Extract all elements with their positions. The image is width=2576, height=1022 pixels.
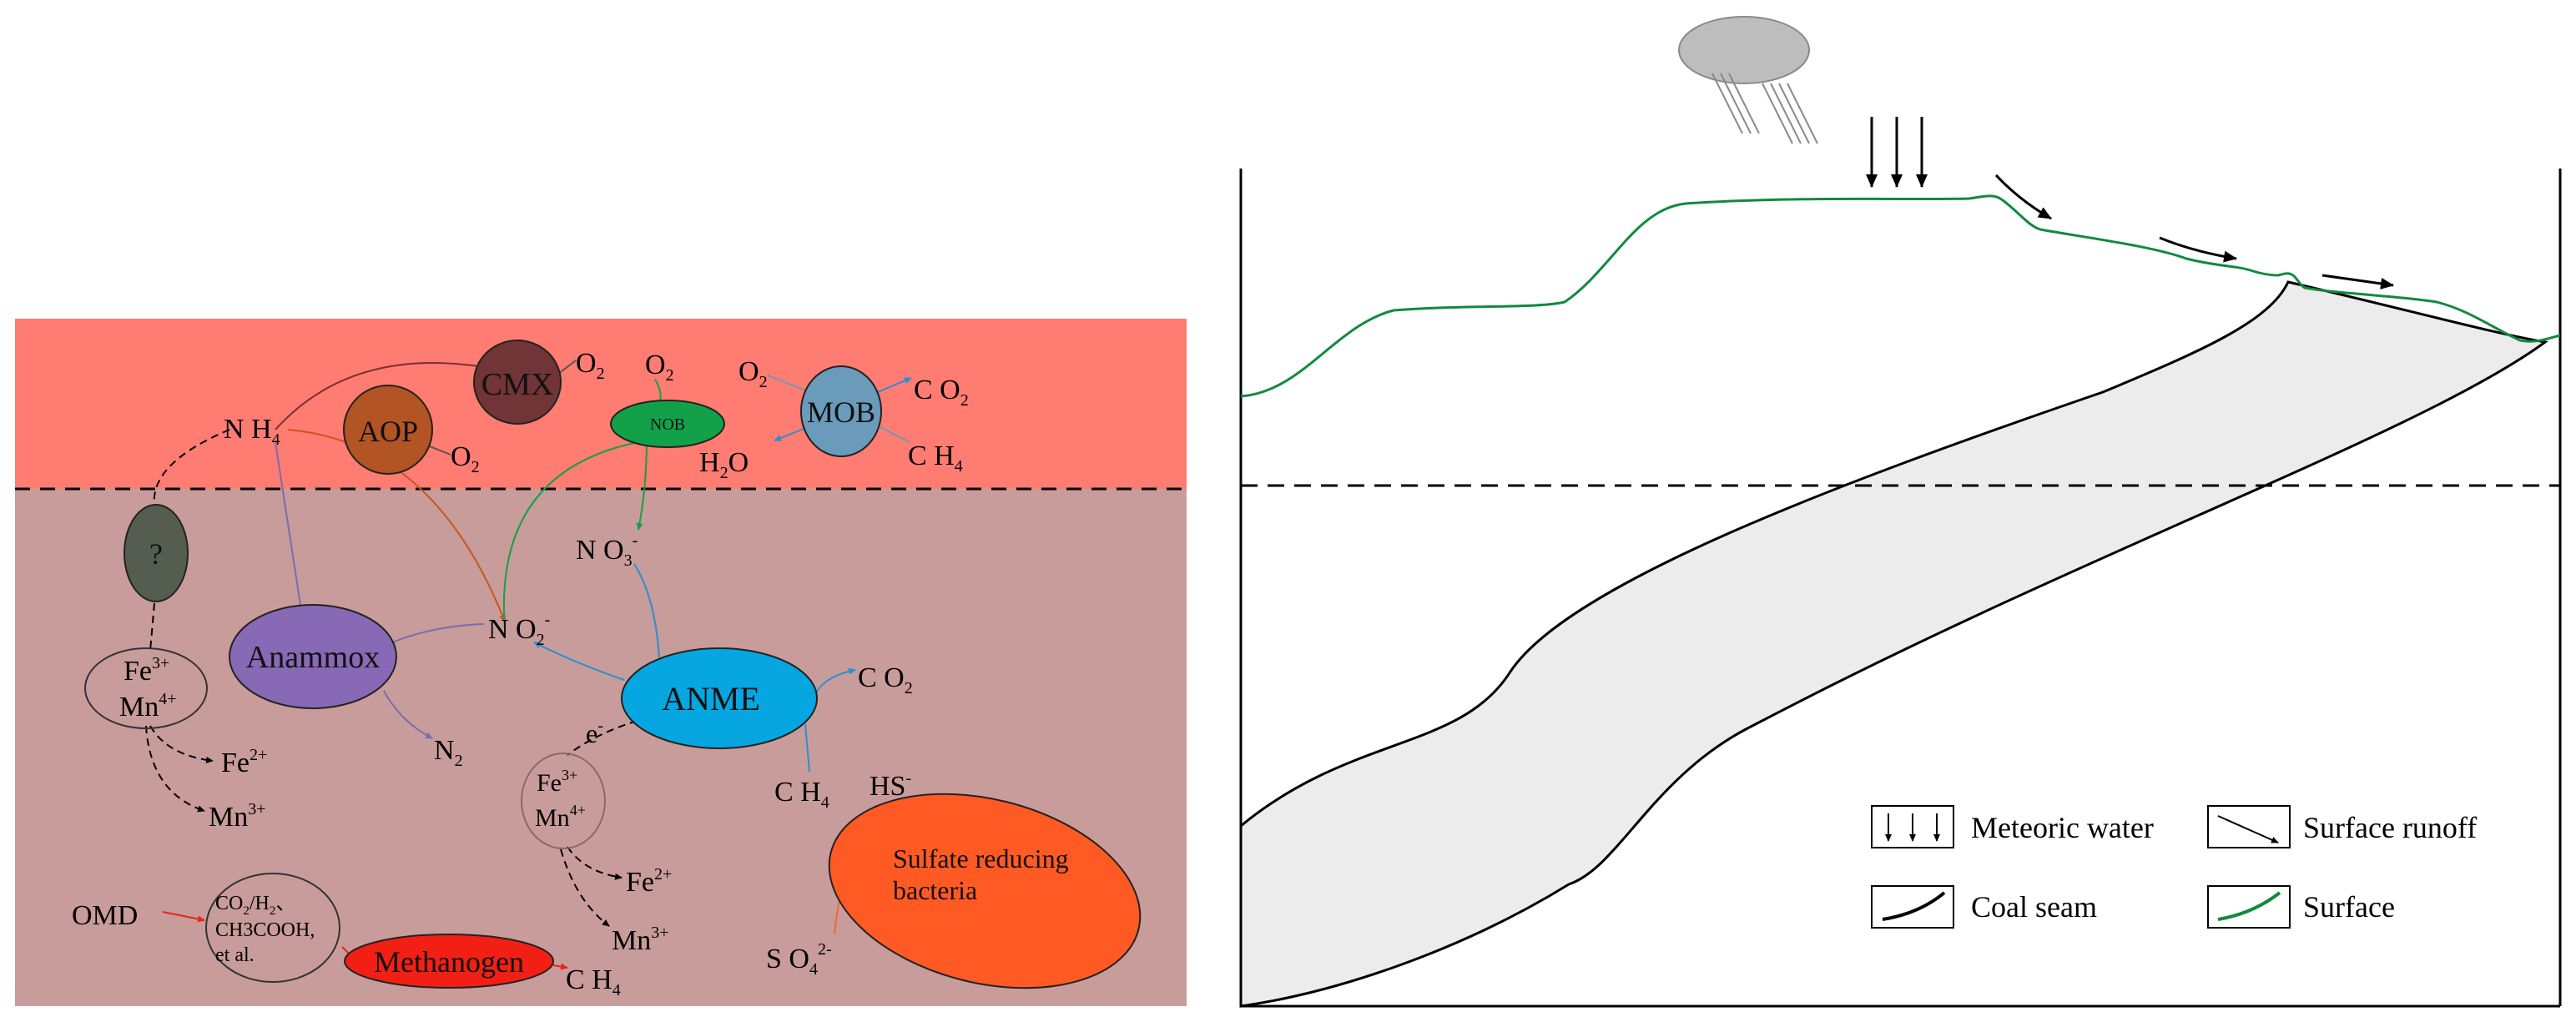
arrow-methanogen-to-ch4 bbox=[552, 963, 568, 970]
path-ch4-mob bbox=[880, 426, 910, 443]
electron-label: e- bbox=[586, 717, 603, 748]
aop-label: AOP bbox=[358, 415, 418, 448]
nob-label: NOB bbox=[650, 415, 685, 434]
mob-label: MOB bbox=[807, 395, 875, 429]
coal-seam bbox=[1239, 280, 2548, 1008]
cmx-o2-label: O2 bbox=[576, 348, 605, 383]
path-o2-mob bbox=[767, 375, 806, 391]
legend: Meteoric water Surface runoff Coal seam … bbox=[1871, 805, 2477, 929]
path-unknown-fe-mn bbox=[149, 602, 155, 652]
srb-label-line2: bacteria bbox=[893, 875, 977, 905]
arrow-nh4-to-no2 bbox=[287, 429, 506, 622]
hs-label: HS- bbox=[870, 769, 911, 802]
arrow-fe-anme-to-fe2 bbox=[567, 846, 623, 880]
path-anme-electron-dashed bbox=[567, 717, 650, 756]
methanogen-label: Methanogen bbox=[374, 945, 524, 979]
path-aop-o2 bbox=[429, 446, 451, 456]
legend-surface-runoff-label: Surface runoff bbox=[2303, 811, 2477, 844]
aerobic-zone bbox=[15, 319, 1187, 489]
legend-coal-seam-swatch bbox=[1871, 885, 1954, 929]
cloud-icon bbox=[1678, 16, 1810, 84]
unknown-microbe-label: ? bbox=[149, 537, 163, 571]
arrow-nob-to-no3 bbox=[636, 437, 648, 531]
path-ch4-anme bbox=[804, 723, 810, 773]
legend-meteoric-water-label: Meteoric water bbox=[1971, 811, 2154, 844]
arrow-fe-to-fe2 bbox=[149, 725, 214, 763]
arrow-no2-to-nob bbox=[502, 438, 648, 631]
mn3-left-label: Mn3+ bbox=[209, 800, 266, 833]
cmx-label: CMX bbox=[481, 367, 554, 402]
aop-o2-label: O2 bbox=[451, 441, 480, 476]
substrate-line1: CO2/H2、 bbox=[215, 893, 295, 918]
path-nh4-anammox bbox=[275, 441, 301, 606]
mob-co2-label: C O2 bbox=[914, 375, 969, 410]
mn3-anme-label: Mn3+ bbox=[612, 924, 669, 956]
cmx-microbe bbox=[473, 340, 562, 425]
omd-label: OMD bbox=[72, 900, 138, 931]
legend-surface-label: Surface bbox=[2303, 890, 2395, 924]
arrow-anammox-to-n2 bbox=[383, 690, 433, 739]
no2-label: N O2- bbox=[488, 611, 550, 649]
srb-label-line1: Sulfate reducing bbox=[893, 843, 1069, 873]
coal-seam-cross-section-panel: Meteoric water Surface runoff Coal seam … bbox=[1239, 16, 2562, 1008]
arrow-anme-to-no2 bbox=[533, 642, 625, 681]
legend-surface-runoff-swatch bbox=[2207, 805, 2291, 848]
microbial-process-panel: CMX AOP NOB MOB ? Anammox ANME Methanoge… bbox=[15, 319, 1187, 1006]
fe-mn-oxide-left bbox=[84, 647, 208, 729]
fe3-left-label: Fe3+ bbox=[124, 654, 169, 687]
ground-surface-line bbox=[1240, 194, 2561, 398]
anme-label: ANME bbox=[662, 680, 760, 717]
arrow-fe-to-mn3 bbox=[145, 725, 205, 813]
fe2-left-label: Fe2+ bbox=[221, 746, 267, 778]
arrow-mob-to-h2o bbox=[774, 426, 809, 441]
mob-ch4-label: C H4 bbox=[908, 441, 963, 476]
arrow-nh4-unknown-dashed bbox=[153, 429, 230, 506]
anme-co2-label: C O2 bbox=[858, 662, 913, 697]
mob-o2-label: O2 bbox=[739, 356, 768, 391]
meteoric-water-arrows bbox=[1866, 117, 1928, 188]
rain-icon bbox=[1711, 73, 1818, 144]
n2-label: N2 bbox=[434, 735, 463, 770]
path-no2-anammox bbox=[391, 623, 485, 643]
arrow-mob-to-co2 bbox=[877, 377, 912, 393]
aop-microbe bbox=[343, 385, 433, 475]
no3-label: N O3- bbox=[576, 531, 638, 570]
fe3-anme-label: Fe3+ bbox=[537, 767, 577, 797]
substrate-line2: CH3COOH, bbox=[215, 919, 315, 941]
so4-label: S O42- bbox=[766, 940, 832, 979]
sulfate-reducing-bacteria bbox=[828, 793, 1142, 989]
nob-o2-label: O2 bbox=[645, 350, 674, 385]
substrate-line3: et al. bbox=[215, 944, 255, 966]
anammox-microbe bbox=[229, 604, 397, 709]
anme-microbe bbox=[621, 647, 818, 749]
fe-mn-oxide-anme bbox=[521, 753, 606, 849]
path-nh4-cmx bbox=[275, 362, 485, 430]
arrow-omd-to-substrate bbox=[162, 911, 205, 923]
mn4-anme-label: Mn4+ bbox=[535, 802, 586, 832]
anme-ch4-label: C H4 bbox=[774, 777, 829, 812]
methanogen-ch4-label: C H4 bbox=[566, 964, 621, 999]
unknown-microbe bbox=[124, 504, 189, 602]
mn4-left-label: Mn4+ bbox=[119, 690, 177, 722]
nh4-label: N H4 bbox=[224, 414, 280, 449]
fe2-anme-label: Fe2+ bbox=[626, 865, 672, 898]
anammox-label: Anammox bbox=[246, 640, 380, 675]
nob-microbe bbox=[610, 400, 725, 448]
methanogen-microbe bbox=[344, 934, 554, 989]
arrow-anme-to-co2 bbox=[815, 667, 856, 693]
h2o-label: H2O bbox=[699, 447, 749, 482]
mob-microbe bbox=[800, 365, 882, 457]
path-anme-no3 bbox=[633, 563, 660, 658]
legend-coal-seam-label: Coal seam bbox=[1971, 890, 2097, 924]
legend-surface-swatch bbox=[2207, 885, 2291, 929]
methanogenic-substrate bbox=[205, 873, 340, 983]
surface-runoff-arrows bbox=[1994, 174, 2394, 289]
